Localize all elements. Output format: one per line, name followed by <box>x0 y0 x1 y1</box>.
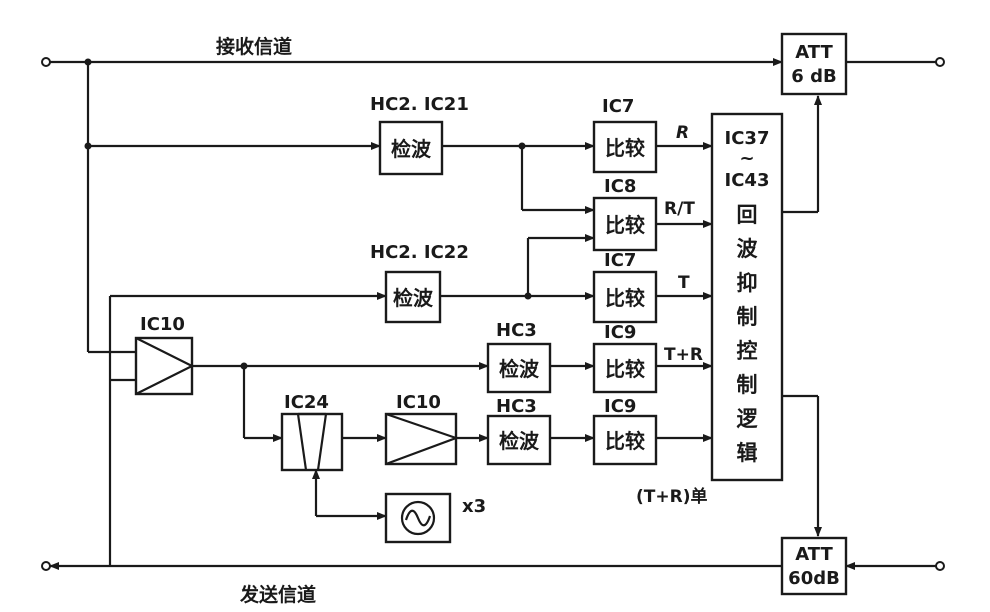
control-char-3: 抑 <box>737 271 758 295</box>
chip-label-ic43: IC43 <box>725 170 770 191</box>
signal-label-tr-single: (T+R)单 <box>636 486 707 507</box>
detector-label: 检波 <box>499 429 540 453</box>
mixer-icon <box>296 412 328 471</box>
control-char-1: 回 <box>737 203 758 227</box>
detector-box-hc3-b <box>486 414 552 466</box>
echo-suppression-control-block <box>710 112 784 482</box>
chip-label-ic24: IC24 <box>284 392 329 413</box>
amplifier-box-ic10-b <box>384 412 458 466</box>
control-char-7: 逻 <box>737 407 759 431</box>
att-bottom-line1: ATT <box>795 544 833 565</box>
comparator-box-ic8 <box>592 196 658 252</box>
comparator-box-ic9-a <box>592 342 658 394</box>
chip-label-hc2-ic21: HC2. IC21 <box>370 94 469 115</box>
control-char-4: 制 <box>737 305 758 329</box>
detector-label: 检波 <box>391 137 432 161</box>
chip-label-hc3-b: HC3 <box>496 396 537 417</box>
amplifier-box-ic10-a <box>134 336 194 396</box>
amplifier-triangle-icon <box>385 412 460 466</box>
comparator-box-ic9-b <box>592 414 658 466</box>
signal-label-r: R <box>676 123 689 143</box>
detector-box-receive <box>378 120 444 176</box>
wiring <box>84 58 822 566</box>
chip-label-tilde: ~ <box>739 148 754 169</box>
detector-label: 检波 <box>393 286 434 310</box>
chip-label-ic10-a: IC10 <box>140 314 185 335</box>
signal-label-rt: R/T <box>664 199 695 219</box>
detector-box-hc3-a <box>486 342 552 394</box>
att-top-line1: ATT <box>795 42 833 63</box>
receive-channel-line <box>41 57 945 67</box>
chip-label-ic9-b: IC9 <box>604 396 636 417</box>
chip-label-ic7-b: IC7 <box>604 250 636 271</box>
chip-label-hc3-a: HC3 <box>496 320 537 341</box>
comparator-label: 比较 <box>605 286 645 310</box>
att-60db-box <box>780 536 848 596</box>
control-char-5: 控 <box>737 339 758 363</box>
detector-label: 检波 <box>499 357 540 381</box>
chip-label-hc2-ic22: HC2. IC22 <box>370 242 469 263</box>
chip-label-ic9-a: IC9 <box>604 322 636 343</box>
control-char-8: 辑 <box>737 441 758 465</box>
send-channel-line <box>41 561 945 571</box>
chip-label-ic10-b: IC10 <box>396 392 441 413</box>
comparator-label: 比较 <box>605 429 645 453</box>
att-bottom-line2: 60dB <box>788 568 840 589</box>
comparator-label: 比较 <box>605 357 645 381</box>
chip-label-ic37: IC37 <box>725 128 770 149</box>
chip-label-ic7-a: IC7 <box>602 96 634 117</box>
control-char-6: 制 <box>737 373 758 397</box>
mixer-box-ic24 <box>280 412 344 472</box>
comparator-label: 比较 <box>605 136 645 160</box>
signal-label-t: T <box>678 273 690 293</box>
amplifier-triangle-icon <box>135 337 195 395</box>
att-6db-box <box>780 32 848 96</box>
send-channel-label: 发送信道 <box>239 583 316 606</box>
chip-label-ic8: IC8 <box>604 176 636 197</box>
multiplier-label: x3 <box>462 496 486 517</box>
comparator-box-ic7-b <box>592 270 658 324</box>
control-char-2: 波 <box>737 237 759 261</box>
comparator-box-ic7-a <box>592 120 658 174</box>
receive-channel-label: 接收信道 <box>216 35 292 58</box>
att-top-line2: 6 dB <box>791 66 836 87</box>
comparator-label: 比较 <box>605 213 645 237</box>
detector-box-transmit <box>384 270 442 324</box>
signal-label-tr: T+R <box>664 345 703 365</box>
sine-oscillator-icon <box>400 500 436 536</box>
